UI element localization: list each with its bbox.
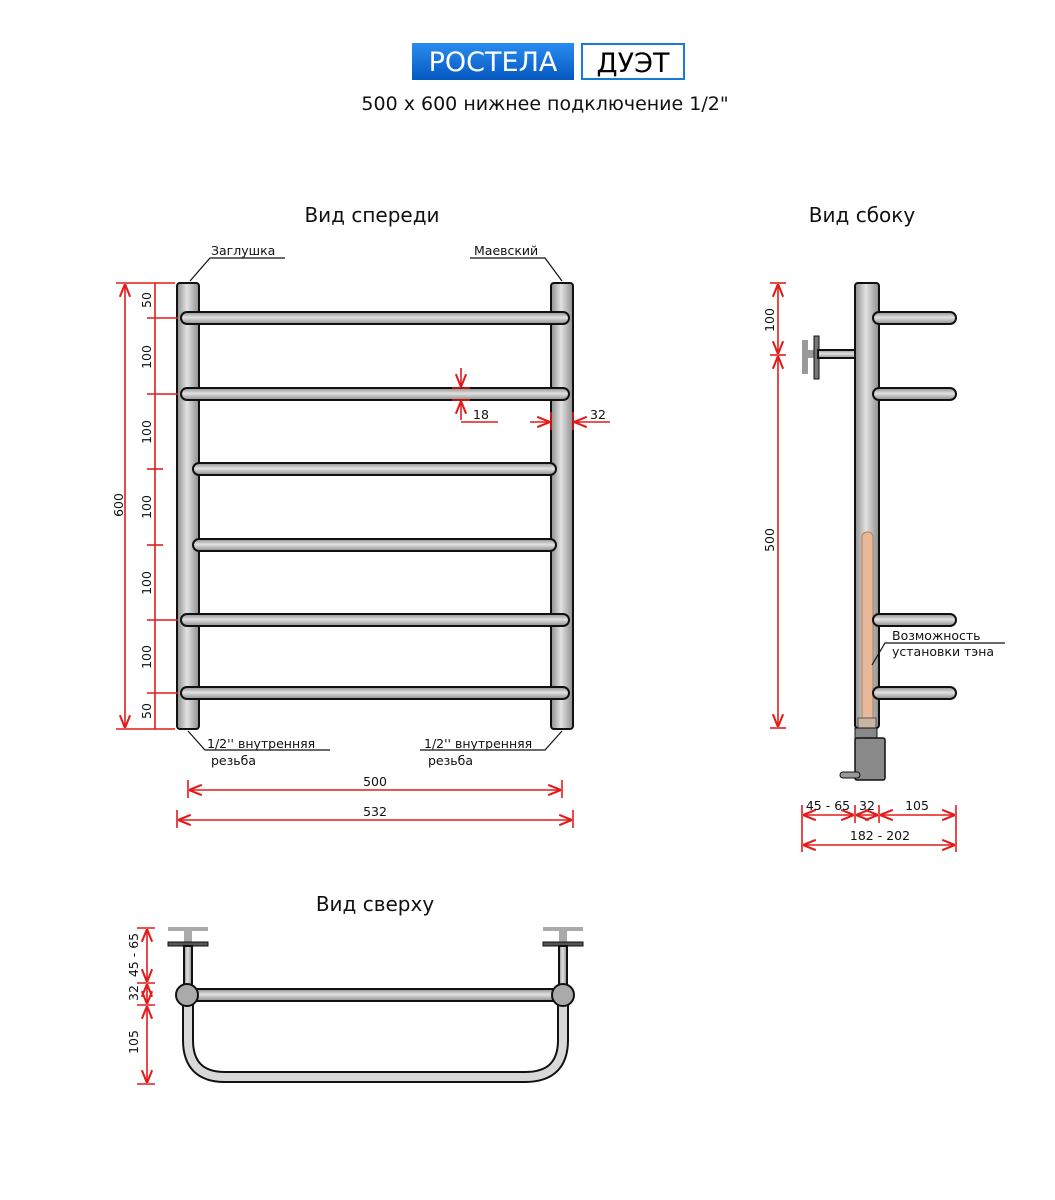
top-rail [186,988,563,1002]
side-dim-total: 182 - 202 [850,828,910,843]
thread-right-label-2: резьба [428,753,473,768]
thread-right-leader [420,730,563,751]
subtitle: 500 x 600 нижнее подключение 1/2" [361,93,728,115]
left-post [176,282,200,730]
top-view-title: Вид сверху [316,892,435,916]
dim-18: 18 [473,407,489,422]
thread-right-label-1: 1/2'' внутренняя [424,736,532,751]
dim-32: 32 [590,407,606,422]
brand-logo-box [412,43,574,80]
side-dim-500: 500 [762,528,777,552]
wall-plate-back [802,340,808,374]
front-dimensions: 600 50 100 100 100 100 100 50 18 32 500 … [111,282,610,828]
rail-5 [180,613,570,627]
side-dim-100: 100 [762,308,777,332]
top-dimensions: 45 - 65 32 105 [126,927,155,1085]
top-dim-wall-offset: 45 - 65 [126,933,141,977]
post-top-left [175,983,199,1007]
heater-leader [871,642,1005,666]
side-rail-2 [872,387,957,401]
thread-left-leader [187,730,330,751]
rail-4 [192,538,557,552]
top-bracket-right [558,945,568,987]
post-top-right [551,983,575,1007]
dim-seg-5: 100 [139,571,154,595]
wall-bracket [817,349,857,359]
side-dim-depth: 105 [905,798,929,813]
wall-plate-right [543,927,583,931]
rail-1 [180,311,570,325]
dim-seg-7: 50 [139,703,154,719]
side-dim-post: 32 [859,798,875,813]
dim-500: 500 [363,774,387,789]
dim-seg-1: 50 [139,292,154,308]
valve-leader [470,257,563,282]
heater-element [861,531,874,723]
top-bracket-left [183,945,193,987]
dim-532: 532 [363,804,387,819]
plug-label: Заглушка [211,243,275,258]
side-view-title: Вид сбоку [809,203,916,227]
front-view [176,282,574,730]
top-dim-post: 32 [126,985,141,1001]
dim-seg-3: 100 [139,420,154,444]
heater-label-1: Возможность [892,628,981,643]
dim-600: 600 [111,493,126,517]
side-dimensions: 100 500 45 - 65 32 105 182 - 202 [762,282,957,852]
side-rail-4 [872,686,957,700]
side-rail-3 [872,613,957,627]
plug-leader [189,257,285,282]
air-valve-label: Маевский [474,243,538,258]
model-name: ДУЭТ [597,48,670,79]
front-view-title: Вид спереди [304,203,439,227]
wall-plate-left [168,927,208,931]
heater-box [854,737,886,781]
dim-seg-2: 100 [139,345,154,369]
brand-name: РОСТЕЛА [429,47,558,78]
top-dim-depth: 105 [126,1030,141,1054]
rail-6 [180,686,570,700]
dim-seg-6: 100 [139,645,154,669]
rail-2 [180,387,570,401]
side-view [802,282,957,781]
side-dim-wall-offset: 45 - 65 [806,798,850,813]
right-post [550,282,574,730]
side-rail-1 [872,311,957,325]
thread-left-label-1: 1/2'' внутренняя [207,736,315,751]
thread-left-label-2: резьба [211,753,256,768]
top-view [167,927,584,1083]
brand-logo: РОСТЕЛА ДУЭТ [412,43,685,80]
model-box [581,43,685,80]
u-rail [182,995,569,1083]
heater-label-2: установки тэна [892,644,994,659]
dim-seg-4: 100 [139,495,154,519]
rail-3 [192,462,557,476]
